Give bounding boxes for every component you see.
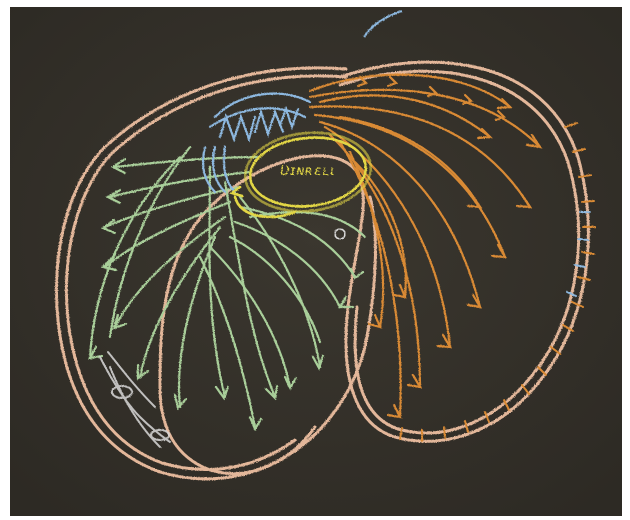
source-label: Ʋɪɴʀɛʟɩ [280,164,336,179]
board-surface [10,7,622,516]
chalkboard: Ʋɪɴʀɛʟɩ [10,7,622,516]
chalk-drawing: Ʋɪɴʀɛʟɩ [10,7,622,516]
